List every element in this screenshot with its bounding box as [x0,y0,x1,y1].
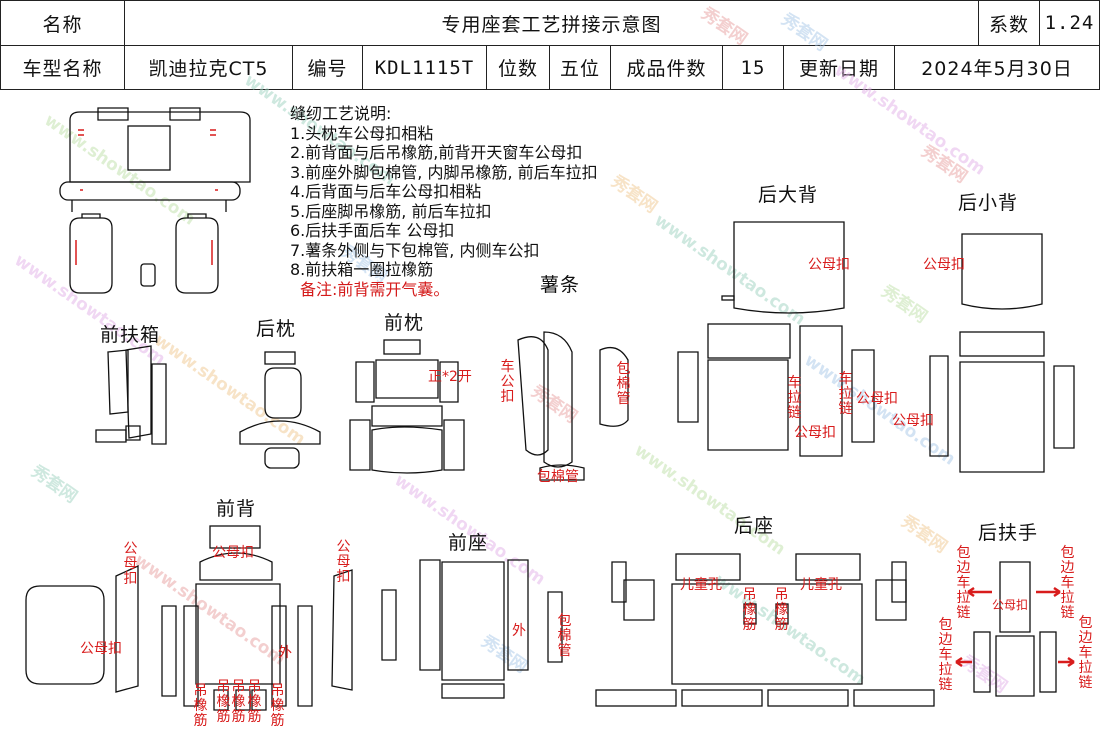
annotation-wrap-edge-zip: 包边车拉链 [956,545,971,621]
annotation-wrap-edge-zip: 包边车拉链 [938,617,953,693]
annotation-outer: 外 [278,645,292,661]
annotation-car-zip: 车拉链 [787,375,802,421]
note-item: 2.前背面与后吊橡筋,前背开天窗车公母扣 [290,143,583,162]
annotation-wrap-pipe: 包棉管 [557,613,572,659]
note-item: 5.后座脚吊橡筋, 前后车拉扣 [290,201,492,221]
annotation-hang-elastic: 吊橡筋 [247,679,262,725]
annotation-car-snap: 车公扣 [500,359,515,405]
annotation-snap: 公母扣 [794,425,836,441]
annotation-hang-elastic: 吊橡筋 [193,683,208,729]
rear-seat-pattern [595,553,935,707]
front-seat-pattern [381,559,563,699]
annotation-snap: 公母扣 [808,257,850,273]
annotation-hang-elastic: 吊橡筋 [742,587,757,633]
annotation-child-hole: 儿童孔 [680,577,722,593]
model-value: 凯迪拉克CT5 [124,45,293,90]
note-item: 8.前扶箱一圈拉橡筋 [290,260,434,279]
note-item: 7.薯条外侧与下包棉管, 内侧车公扣 [290,240,540,260]
remark-note: 备注:前背需开气囊。 [300,279,450,299]
section-rear-armrest: 后扶手 [978,522,1039,544]
annotation-wrap-pipe: 包棉管 [537,469,579,485]
note-item: 4.后背面与后车公母扣相粘 [290,182,482,201]
seats-value: 五位 [549,45,611,90]
code-label: 编号 [292,45,363,90]
annotation-snap: 公母扣 [892,413,934,429]
section-rear-headrest: 后枕 [256,318,297,340]
fries-pattern [517,331,629,481]
section-rear-big-back: 后大背 [758,184,819,206]
section-rear-small-back: 后小背 [958,192,1019,214]
annotation-snap: 公母扣 [923,257,965,273]
section-front-seat: 前座 [448,532,489,554]
annotation-hang-elastic: 吊橡筋 [774,587,789,633]
note-item: 6.后扶手面后车 公母扣 [290,221,455,240]
annotation-hang-elastic: 吊橡筋 [216,679,231,725]
code-value: KDL1115T [362,45,487,90]
section-front-headrest: 前枕 [384,312,425,334]
annotation-wrap-edge-zip: 包边车拉链 [1060,545,1075,621]
annotation-snap: 公母扣 [336,539,351,585]
front-armrest-box-pattern [95,345,167,445]
annotation-snap: 公母扣 [212,545,254,561]
date-value: 2024年5月30日 [894,45,1100,90]
rear-armrest-pattern [955,561,1075,697]
annotation-wrap-pipe: 包棉管 [616,361,631,407]
name-label: 名称 [0,0,125,46]
pieces-label: 成品件数 [610,45,723,90]
seats-label: 位数 [486,45,550,90]
annotation-snap: 公母扣 [123,541,138,587]
annotation-hang-elastic: 吊橡筋 [270,683,285,729]
note-item: 3.前座外脚包棉管, 内脚吊橡筋, 前后车拉扣 [290,162,598,182]
annotation-outer: 外 [512,623,526,639]
rear-big-back-pattern [677,221,875,457]
front-back-pattern [25,525,353,711]
model-label: 车型名称 [0,45,125,90]
annotation-hang-elastic: 吊橡筋 [231,679,246,725]
annotation-open: 正*2开 [428,369,472,385]
annotation-snap: 公母扣 [992,598,1029,612]
seat-overview-diagram [59,107,251,294]
date-label: 更新日期 [783,45,895,90]
front-headrest-pattern [349,339,465,474]
pieces-value: 15 [722,45,784,90]
sewing-instructions: 缝纫工艺说明: 1.头枕车公母扣相粘 2.前背面与后吊橡筋,前背开天窗车公母扣 … [290,104,598,299]
section-front-back: 前背 [216,498,257,520]
annotation-wrap-edge-zip: 包边车拉链 [1078,615,1093,691]
section-front-armrest-box: 前扶箱 [100,324,161,346]
section-fries: 薯条 [540,274,581,296]
rear-small-back-pattern [929,233,1075,473]
section-rear-seat: 后座 [734,515,775,537]
notes-heading: 缝纫工艺说明: [290,104,392,123]
note-item: 1.头枕车公母扣相粘 [290,123,434,143]
coef-label: 系数 [978,0,1040,46]
annotation-car-zip: 车拉链 [838,371,853,417]
annotation-child-hole: 儿童孔 [800,577,842,593]
annotation-snap: 公母扣 [856,391,898,407]
annotation-snap: 公母扣 [80,641,122,657]
rear-headrest-pattern [239,351,321,469]
